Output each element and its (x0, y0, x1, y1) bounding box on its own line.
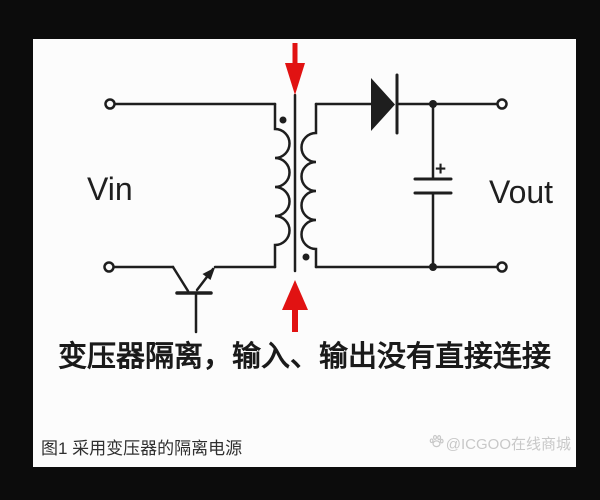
isolation-arrow-bottom (282, 280, 308, 332)
input-terminal-bottom (103, 261, 115, 273)
transistor-collector (171, 265, 190, 293)
transformer-primary-winding (273, 102, 291, 269)
output-terminal-bottom (496, 261, 508, 273)
primary-polarity-dot (279, 116, 287, 124)
paw-icon (429, 434, 444, 453)
figure-canvas: + Vin Vout 变压器隔离，输入、输出没有直接连接 图1 采用变压器的隔离… (33, 39, 576, 467)
vin-label: Vin (87, 171, 133, 207)
output-terminal-top (496, 98, 508, 110)
figure-caption: 图1 采用变压器的隔离电源 (41, 439, 243, 458)
capacitor: + (413, 102, 453, 269)
transistor-emitter-arrow (202, 267, 215, 280)
transformer-secondary-winding (300, 102, 318, 269)
input-terminal-top (104, 98, 116, 110)
transistor (171, 265, 215, 334)
isolation-annotation: 变压器隔离，输入、输出没有直接连接 (57, 341, 551, 373)
watermark-text: @ICGOO在线商城 (445, 436, 571, 453)
capacitor-plus-label: + (435, 159, 446, 180)
vout-label: Vout (489, 174, 553, 210)
watermark: @ICGOO在线商城 (429, 433, 571, 454)
circuit-diagram: + Vin Vout (87, 43, 553, 334)
diode (371, 73, 399, 135)
isolation-arrow-top (285, 43, 305, 95)
diode-anode-triangle (371, 78, 395, 131)
secondary-polarity-dot (302, 253, 310, 261)
